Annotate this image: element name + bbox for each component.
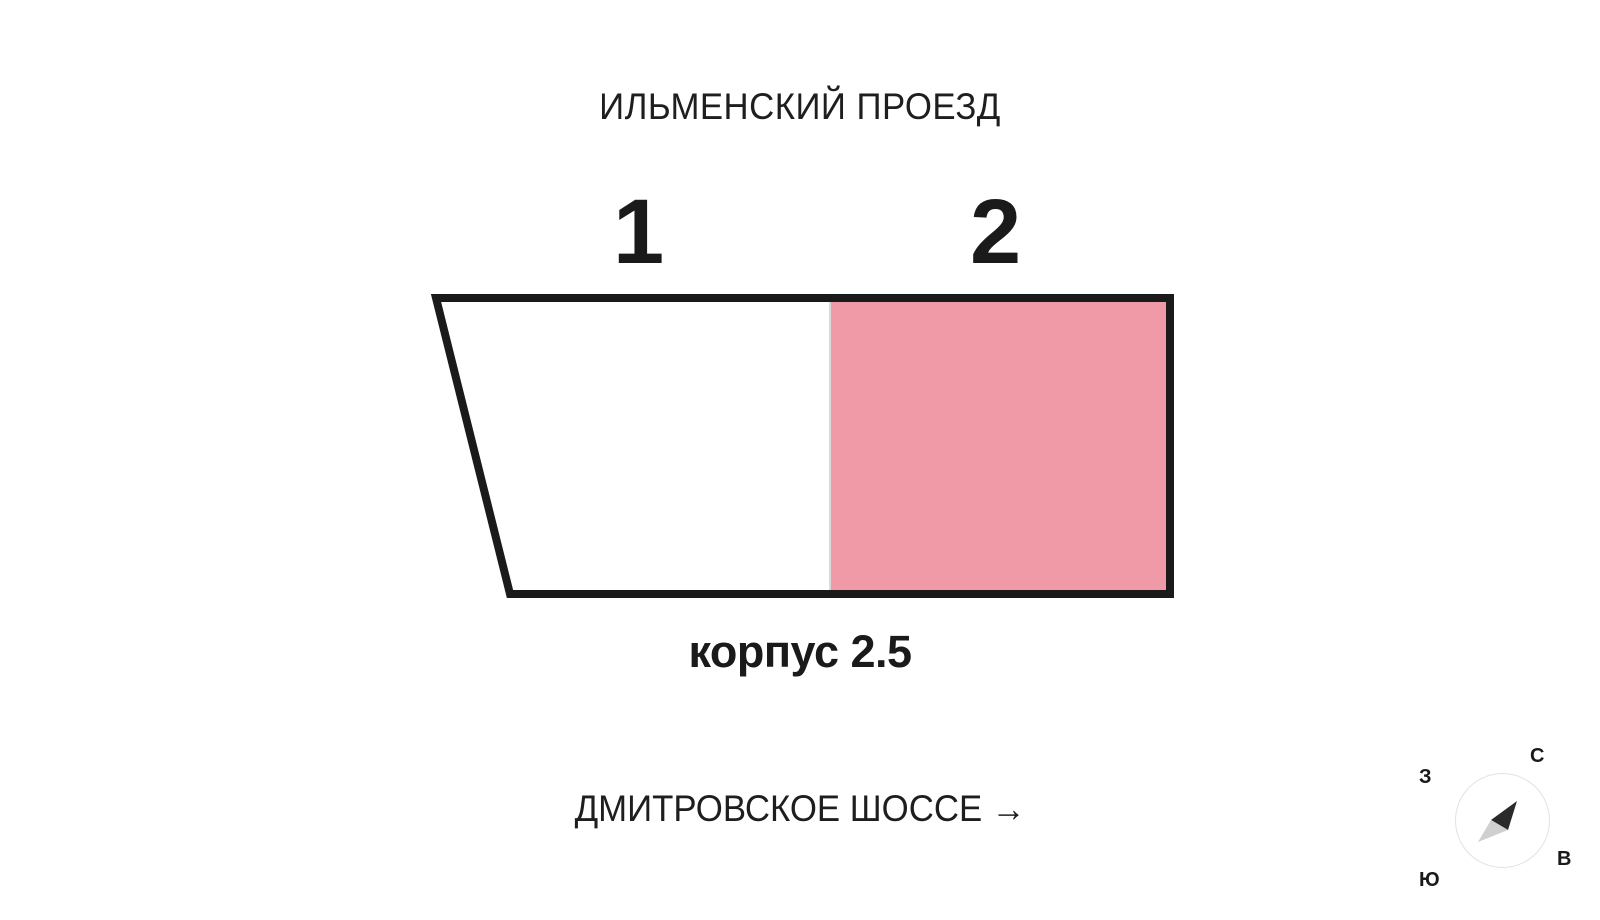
compass-west-label: З — [1419, 766, 1432, 788]
street-name-bottom: ДМИТРОВСКОЕ ШОССЕ→ — [48, 788, 1552, 830]
building-label: корпус 2.5 — [688, 626, 912, 677]
street-name-top: ИЛЬМЕНСКИЙ ПРОЕЗД — [599, 86, 1001, 127]
compass-north-label: С — [1530, 745, 1545, 767]
compass: С З В Ю — [1419, 745, 1576, 895]
section-2-shape[interactable] — [830, 298, 1170, 594]
building-outline — [430, 294, 1174, 598]
compass-south-label: Ю — [1419, 869, 1440, 891]
arrow-right-icon: → — [991, 788, 1026, 829]
section-number-1[interactable]: 1 — [613, 181, 665, 283]
section-number-2[interactable]: 2 — [970, 181, 1022, 283]
compass-east-label: В — [1557, 848, 1572, 870]
section-1-shape[interactable] — [436, 298, 830, 594]
compass-needle-icon — [1478, 801, 1517, 842]
street-bottom-label: ДМИТРОВСКОЕ ШОССЕ — [574, 788, 983, 829]
compass-circle — [1455, 773, 1550, 868]
